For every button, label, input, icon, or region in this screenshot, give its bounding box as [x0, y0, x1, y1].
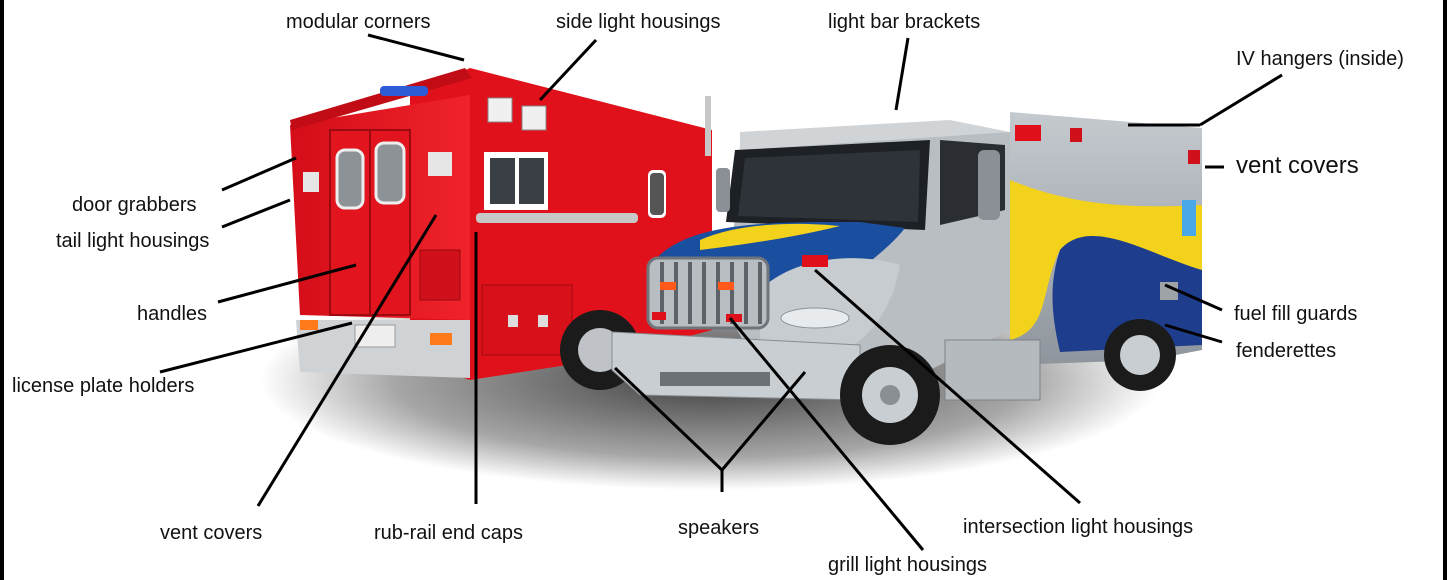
label-fenderettes: fenderettes — [1236, 339, 1336, 363]
label-door-grabbers: door grabbers — [72, 193, 197, 217]
label-vent-covers-bottom: vent covers — [160, 521, 262, 545]
label-speakers: speakers — [678, 516, 759, 540]
label-light-bar-brackets: light bar brackets — [828, 10, 980, 34]
label-iv-hangers: IV hangers (inside) — [1236, 47, 1404, 71]
label-intersection-light-housings: intersection light housings — [963, 515, 1193, 539]
label-rub-rail-end-caps: rub-rail end caps — [374, 521, 523, 545]
label-license-plate-holders: license plate holders — [12, 374, 194, 398]
label-handles: handles — [137, 302, 207, 326]
label-grill-light-housings: grill light housings — [828, 553, 987, 577]
label-tail-light-housings: tail light housings — [56, 229, 209, 253]
label-modular-corners: modular corners — [286, 10, 431, 34]
label-side-light-housings: side light housings — [556, 10, 721, 34]
label-vent-covers-right: vent covers — [1236, 152, 1359, 180]
label-fuel-fill-guards: fuel fill guards — [1234, 302, 1357, 326]
